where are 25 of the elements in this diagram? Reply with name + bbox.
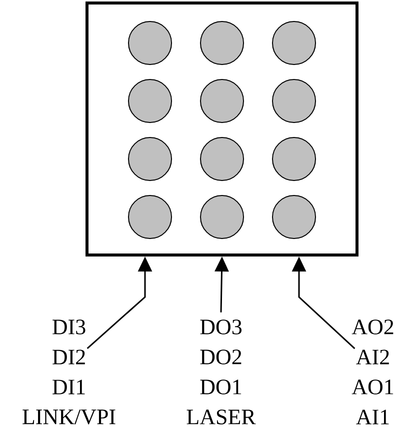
pin-label: DI1 [52, 380, 85, 394]
panel-frame [86, 2, 358, 256]
pin-circle [200, 79, 244, 123]
pin-label: DO2 [200, 350, 242, 364]
pin-label: DI3 [52, 320, 86, 334]
pin-circle [128, 79, 172, 123]
pin-circle [200, 21, 244, 65]
pin-circle [272, 21, 316, 65]
pin-label: DO3 [200, 320, 242, 334]
pin-label: LASER [186, 410, 256, 424]
pin-label: DI2 [52, 350, 85, 364]
pin-circle [128, 195, 172, 239]
pin-label: AO1 [352, 380, 394, 394]
pin-circle [200, 195, 244, 239]
pin-label: DO1 [200, 380, 242, 394]
pin-circle [128, 21, 172, 65]
pin-label: AO2 [352, 320, 394, 334]
pin-circle [272, 137, 316, 181]
pin-circle [272, 195, 316, 239]
pin-label: LINK/VPI [22, 410, 116, 424]
pin-circle [272, 79, 316, 123]
pin-circle [200, 137, 244, 181]
pin-label: AI1 [356, 410, 389, 424]
pin-label: AI2 [356, 350, 389, 364]
pin-circle [128, 137, 172, 181]
